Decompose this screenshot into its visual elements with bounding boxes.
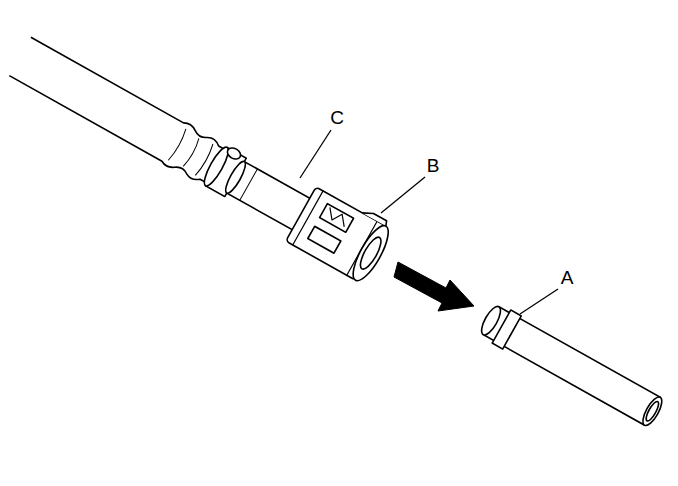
retainer-clip [362,209,388,227]
leader-line-c [300,130,331,178]
pipe-far-end [639,394,665,428]
housing-bore [357,235,385,272]
callout-letter: C [330,108,344,127]
retainer-window [320,204,354,233]
collar-bump [225,146,242,162]
leader-line-b [381,177,425,213]
direction-arrow [394,262,474,311]
pipe-end [478,304,504,338]
leader-line-a [520,289,558,314]
retainer-window-lower [308,226,341,253]
tube-edge [222,159,248,195]
rubber-hose [8,36,227,188]
retainer-tab [325,207,349,226]
callout-letter: A [561,268,574,287]
callout-letter: B [427,156,440,175]
tube-line [240,169,258,200]
hose-and-connector [5,25,675,441]
pipe-bore [644,400,661,423]
steel-pipe [483,307,660,425]
housing-face [347,221,395,285]
